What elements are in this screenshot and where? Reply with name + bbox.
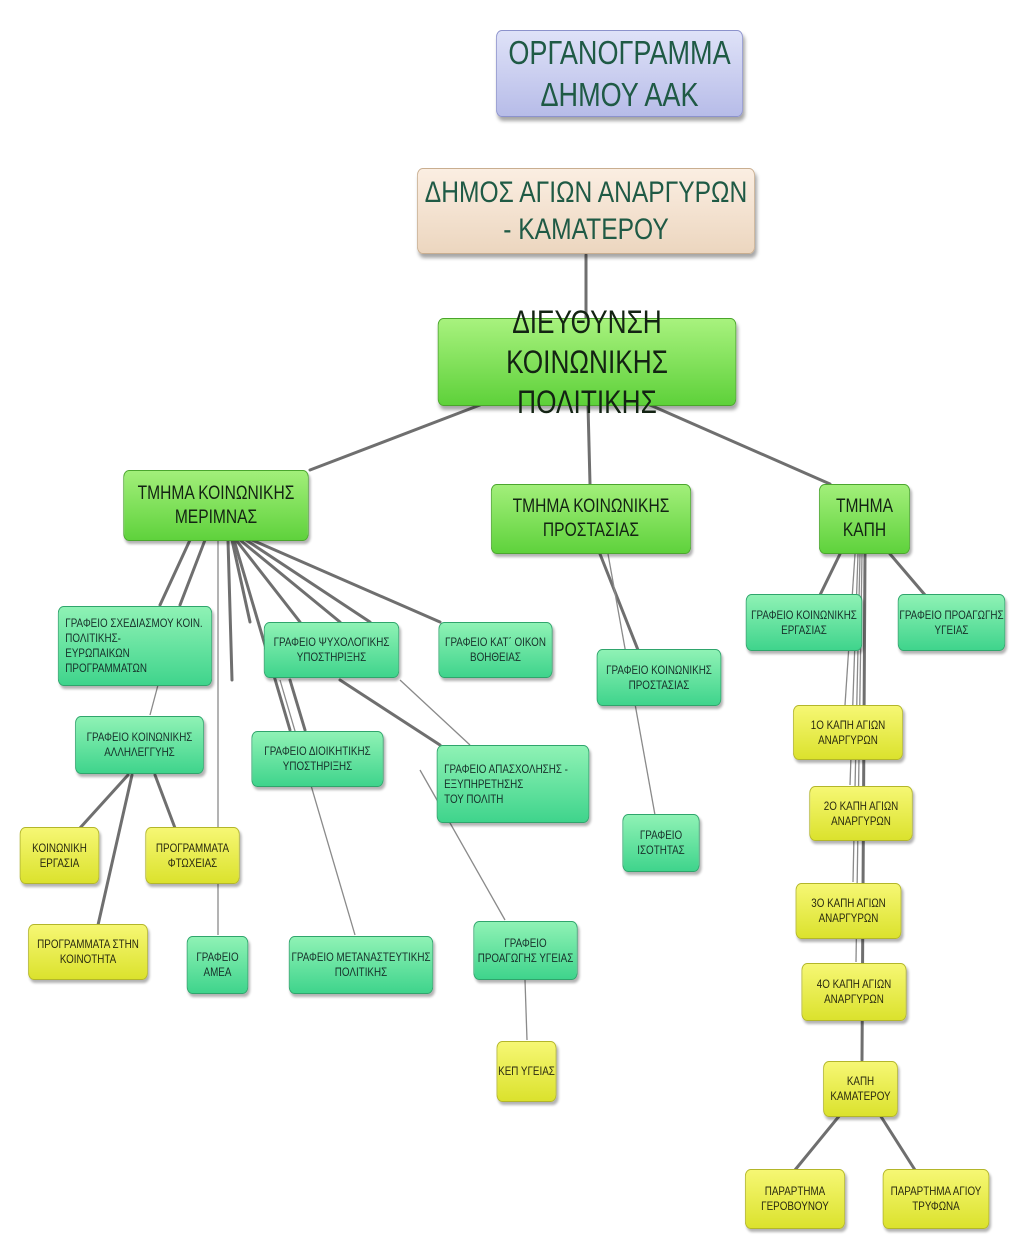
office-equality-label: ΓΡΑΦΕΙΟ ΙΣΟΤΗΤΑΣ xyxy=(637,828,685,857)
dept-protection-label: ΤΜΗΜΑ ΚΟΙΝΩΝΙΚΗΣ ΠΡΟΣΤΑΣΙΑΣ xyxy=(512,496,670,541)
office-health-promo-welfare-label: ΓΡΑΦΕΙΟ ΠΡΟΑΓΩΓΗΣ ΥΓΕΙΑΣ xyxy=(477,935,574,965)
branch-gerovounou-label: ΠΑΡΑΡΤΗΜΑ ΓΕΡΟΒΟΥΝΟΥ xyxy=(761,1184,829,1213)
municipality-node: ΔΗΜΟΣ ΑΓΙΩΝ ΑΝΑΡΓΥΡΩΝ - ΚΑΜΑΤΕΡΟΥ xyxy=(417,168,755,254)
office-admin-support-node: ΓΡΑΦΕΙΟ ΔΙΟΙΚΗΤΙΚΗΣ ΥΠΟΣΤΗΡΙΞΗΣ xyxy=(251,731,384,787)
office-planning-label-1: ΓΡΑΦΕΙΟ ΣΧΕΔΙΑΣΜΟΥ ΚΟΙΝ. ΠΟΛΙΤΙΚΗΣ- xyxy=(65,616,203,645)
dept-welfare-label: ΤΜΗΜΑ ΚΟΙΝΩΝΙΚΗΣ ΜΕΡΙΜΝΑΣ xyxy=(137,482,295,528)
municipality-label: ΔΗΜΟΣ ΑΓΙΩΝ ΑΝΑΡΓΥΡΩΝ - ΚΑΜΑΤΕΡΟΥ xyxy=(424,175,748,247)
office-planning-node: ΓΡΑΦΕΙΟ ΣΧΕΔΙΑΣΜΟΥ ΚΟΙΝ. ΠΟΛΙΤΙΚΗΣ-ΕΥΡΩΠ… xyxy=(57,606,213,686)
dept-kapi-label: ΤΜΗΜΑ ΚΑΠΗ xyxy=(835,496,894,541)
kapi-3-node: 3Ο ΚΑΠΗ ΑΓΙΩΝ ΑΝΑΡΓΥΡΩΝ xyxy=(795,883,902,939)
office-social-work-kapi-label: ΓΡΑΦΕΙΟ ΚΟΙΝΩΝΙΚΗΣ ΕΡΓΑΣΙΑΣ xyxy=(751,607,857,637)
kapi-1-label: 1Ο ΚΑΠΗ ΑΓΙΩΝ ΑΝΑΡΓΥΡΩΝ xyxy=(810,717,886,747)
kapi-kamaterou-label: ΚΑΠΗ ΚΑΜΑΤΕΡΟΥ xyxy=(830,1074,891,1103)
branch-gerovounou-node: ΠΑΡΑΡΤΗΜΑ ΓΕΡΟΒΟΥΝΟΥ xyxy=(744,1169,846,1229)
office-health-promo-kapi-label: ΓΡΑΦΕΙΟ ΠΡΟΑΓΩΓΗΣ ΥΓΕΙΑΣ xyxy=(899,607,1004,637)
office-employment-label-1: ΓΡΑΦΕΙΟ ΑΠΑΣΧΟΛΗΣΗΣ - ΕΞΥΠΗΡΕΤΗΣΗΣ xyxy=(444,761,568,791)
office-employment-label-2: ΤΟΥ ΠΟΛΙΤΗ xyxy=(444,791,504,806)
office-amea-node: ΓΡΑΦΕΙΟ ΑΜΕΑ xyxy=(186,936,249,994)
direction-label: ΔΙΕΥΘΥΝΣΗ ΚΟΙΝΩΝΙΚΗΣ ΠΟΛΙΤΙΚΗΣ xyxy=(506,304,668,420)
kapi-3-label: 3Ο ΚΑΠΗ ΑΓΙΩΝ ΑΝΑΡΓΥΡΩΝ xyxy=(811,896,886,925)
branch-agiou-tryfona-label: ΠΑΡΑΡΤΗΜΑ ΑΓΙΟΥ ΤΡΥΦΩΝΑ xyxy=(890,1184,982,1213)
office-psychological-support-node: ΓΡΑΦΕΙΟ ΨΥΧΟΛΟΓΙΚΗΣ ΥΠΟΣΤΗΡΙΞΗΣ xyxy=(263,622,400,678)
branch-agiou-tryfona-node: ΠΑΡΑΡΤΗΜΑ ΑΓΙΟΥ ΤΡΥΦΩΝΑ xyxy=(882,1169,990,1229)
office-health-promotion-welfare-node: ΓΡΑΦΕΙΟ ΠΡΟΑΓΩΓΗΣ ΥΓΕΙΑΣ xyxy=(473,921,578,980)
chart-title: ΟΡΓΑΝΟΓΡΑΜΜΑ ΔΗΜΟΥ ΑΑΚ xyxy=(496,30,743,117)
kapi-kamaterou-node: ΚΑΠΗ ΚΑΜΑΤΕΡΟΥ xyxy=(823,1061,898,1117)
social-work-node: ΚΟΙΝΩΝΙΚΗ ΕΡΓΑΣΙΑ xyxy=(19,827,100,884)
office-home-help-node: ΓΡΑΦΕΙΟ ΚΑΤ΄ ΟΙΚΟΝ ΒΟΗΘΕΙΑΣ xyxy=(438,622,553,678)
office-equality-node: ΓΡΑΦΕΙΟ ΙΣΟΤΗΤΑΣ xyxy=(622,814,700,872)
dept-kapi-node: ΤΜΗΜΑ ΚΑΠΗ xyxy=(818,484,911,554)
social-work-label: ΚΟΙΝΩΝΙΚΗ ΕΡΓΑΣΙΑ xyxy=(32,840,87,870)
office-migration-label: ΓΡΑΦΕΙΟ ΜΕΤΑΝΑΣΤΕΥΤΙΚΗΣ ΠΟΛΙΤΙΚΗΣ xyxy=(291,950,431,979)
office-migration-node: ΓΡΑΦΕΙΟ ΜΕΤΑΝΑΣΤΕΥΤΙΚΗΣ ΠΟΛΙΤΙΚΗΣ xyxy=(288,936,434,994)
office-social-protection-label: ΓΡΑΦΕΙΟ ΚΟΙΝΩΝΙΚΗΣ ΠΡΟΣΤΑΣΙΑΣ xyxy=(606,662,712,692)
office-solidarity-label: ΓΡΑΦΕΙΟ ΚΟΙΝΩΝΙΚΗΣ ΑΛΛΗΛΕΓΓΥΗΣ xyxy=(86,730,193,759)
kapi-4-node: 4Ο ΚΑΠΗ ΑΓΙΩΝ ΑΝΑΡΓΥΡΩΝ xyxy=(801,963,907,1021)
poverty-programs-node: ΠΡΟΓΡΑΜΜΑΤΑ ΦΤΩΧΕΙΑΣ xyxy=(145,827,240,884)
kep-health-node: ΚΕΠ ΥΓΕΙΑΣ xyxy=(496,1041,557,1102)
kapi-2-node: 2Ο ΚΑΠΗ ΑΓΙΩΝ ΑΝΑΡΓΥΡΩΝ xyxy=(809,786,913,841)
office-admin-label: ΓΡΑΦΕΙΟ ΔΙΟΙΚΗΤΙΚΗΣ ΥΠΟΣΤΗΡΙΞΗΣ xyxy=(264,744,371,773)
kapi-4-label: 4Ο ΚΑΠΗ ΑΓΙΩΝ ΑΝΑΡΓΥΡΩΝ xyxy=(816,977,892,1006)
community-programs-node: ΠΡΟΓΡΑΜΜΑΤΑ ΣΤΗΝ ΚΟΙΝΟΤΗΤΑ xyxy=(28,924,148,980)
office-social-solidarity-node: ΓΡΑΦΕΙΟ ΚΟΙΝΩΝΙΚΗΣ ΑΛΛΗΛΕΓΓΥΗΣ xyxy=(75,716,204,774)
direction-social-policy-node: ΔΙΕΥΘΥΝΣΗ ΚΟΙΝΩΝΙΚΗΣ ΠΟΛΙΤΙΚΗΣ xyxy=(437,304,737,420)
office-health-promotion-kapi-node: ΓΡΑΦΕΙΟ ΠΡΟΑΓΩΓΗΣ ΥΓΕΙΑΣ xyxy=(897,594,1006,651)
office-home-help-label: ΓΡΑΦΕΙΟ ΚΑΤ΄ ΟΙΚΟΝ ΒΟΗΘΕΙΑΣ xyxy=(445,635,546,664)
office-social-protection-node: ΓΡΑΦΕΙΟ ΚΟΙΝΩΝΙΚΗΣ ΠΡΟΣΤΑΣΙΑΣ xyxy=(596,649,722,706)
office-social-work-kapi-node: ΓΡΑΦΕΙΟ ΚΟΙΝΩΝΙΚΗΣ ΕΡΓΑΣΙΑΣ xyxy=(745,594,863,651)
community-programs-label: ΠΡΟΓΡΑΜΜΑΤΑ ΣΤΗΝ ΚΟΙΝΟΤΗΤΑ xyxy=(37,937,139,966)
dept-social-welfare-node: ΤΜΗΜΑ ΚΟΙΝΩΝΙΚΗΣ ΜΕΡΙΜΝΑΣ xyxy=(123,470,309,541)
kapi-1-node: 1Ο ΚΑΠΗ ΑΓΙΩΝ ΑΝΑΡΓΥΡΩΝ xyxy=(793,705,903,760)
chart-title-label: ΟΡΓΑΝΟΓΡΑΜΜΑ ΔΗΜΟΥ ΑΑΚ xyxy=(508,34,731,113)
office-amea-label: ΓΡΑΦΕΙΟ ΑΜΕΑ xyxy=(196,950,239,979)
dept-social-protection-node: ΤΜΗΜΑ ΚΟΙΝΩΝΙΚΗΣ ΠΡΟΣΤΑΣΙΑΣ xyxy=(490,484,692,554)
poverty-programs-label: ΠΡΟΓΡΑΜΜΑΤΑ ΦΤΩΧΕΙΑΣ xyxy=(155,840,230,870)
kapi-2-label: 2Ο ΚΑΠΗ ΑΓΙΩΝ ΑΝΑΡΓΥΡΩΝ xyxy=(823,798,899,828)
kep-health-label: ΚΕΠ ΥΓΕΙΑΣ xyxy=(498,1064,555,1078)
office-psych-label: ΓΡΑΦΕΙΟ ΨΥΧΟΛΟΓΙΚΗΣ ΥΠΟΣΤΗΡΙΞΗΣ xyxy=(273,635,390,664)
office-planning-label-2: ΕΥΡΩΠΑΙΚΩΝ ΠΡΟΓΡΑΜΜΑΤΩΝ xyxy=(65,646,147,675)
